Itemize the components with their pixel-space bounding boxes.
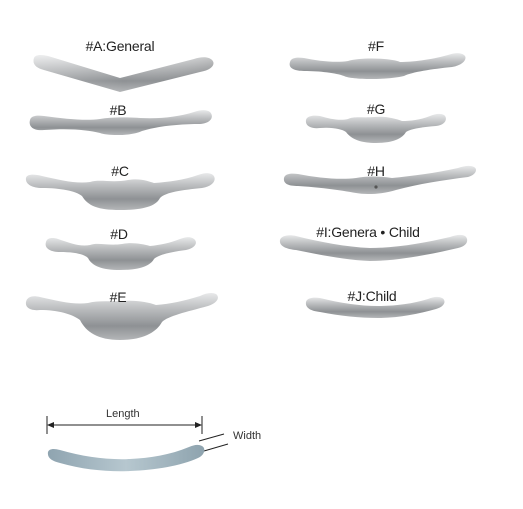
band-a-label: #A:General xyxy=(85,38,155,54)
band-i-label: #I:Genera • Child xyxy=(316,224,420,240)
band-a-shape xyxy=(33,54,214,92)
length-label: Length xyxy=(106,408,140,420)
band-e-label: #E xyxy=(109,289,127,305)
band-d-shape xyxy=(45,237,196,270)
band-h-shape xyxy=(283,165,476,194)
dimension-diagram xyxy=(46,416,229,472)
dimension-band-shape xyxy=(47,444,205,472)
width-dimension-line-top xyxy=(198,433,225,442)
band-b-shape xyxy=(29,110,212,136)
width-label: Width xyxy=(233,430,262,442)
length-arrow-left xyxy=(47,422,54,428)
band-e-shape xyxy=(25,292,218,340)
band-d-label: #D xyxy=(110,226,128,242)
band-j-shape xyxy=(305,296,445,318)
width-dimension-line-bottom xyxy=(203,443,229,452)
band-c-shape xyxy=(25,173,215,210)
band-f-shape xyxy=(289,53,466,79)
band-h-label: #H xyxy=(367,163,385,179)
band-g-shape xyxy=(305,113,446,143)
band-f-label: #F xyxy=(368,38,384,54)
length-arrow-right xyxy=(195,422,202,428)
band-b-label: #B xyxy=(109,102,127,118)
band-c-label: #C xyxy=(111,163,129,179)
band-j-label: #J:Child xyxy=(347,288,397,304)
band-g-label: #G xyxy=(366,101,386,117)
band-i-shape xyxy=(279,234,468,261)
